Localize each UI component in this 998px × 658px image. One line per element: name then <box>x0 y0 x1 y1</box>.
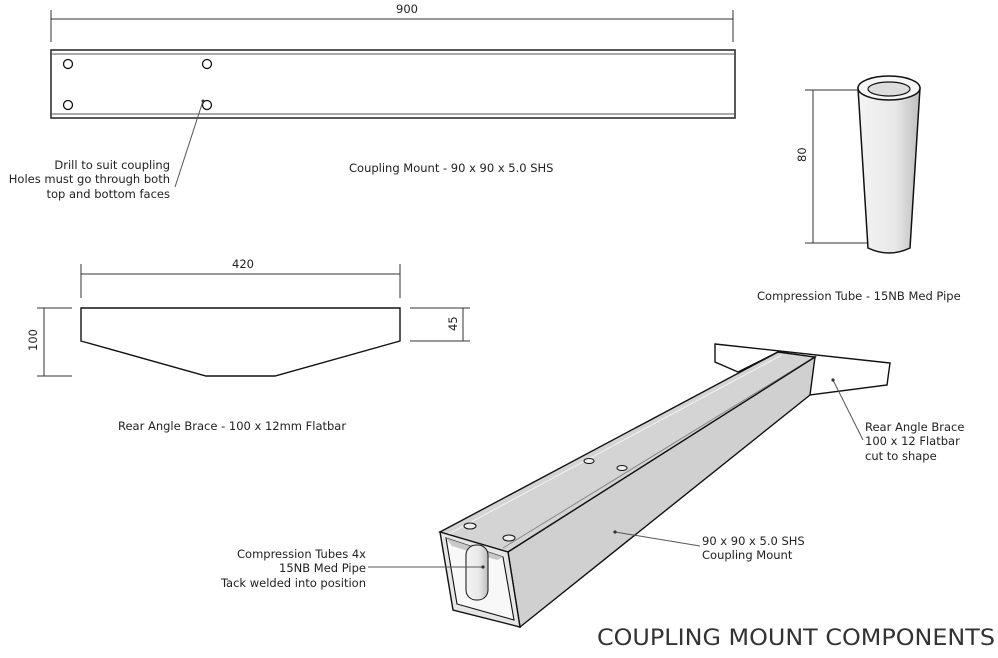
compression-tube-view: 80 Compression Tube - 15NB Med Pipe <box>757 75 961 303</box>
tubes-callout-line: Compression Tubes 4x <box>237 547 366 561</box>
hole <box>201 58 213 70</box>
tubes-callout-line: Tack welded into position <box>220 576 366 590</box>
rear-angle-brace-view: 420 100 45 Rear Angle Brace - 100 x 12mm… <box>26 257 470 433</box>
coupling-mount-plan-view: 900 Drill to suit coupling Holes must go… <box>9 2 736 201</box>
drill-note-line: top and bottom faces <box>46 187 170 201</box>
brace-callout-line: 100 x 12 Flatbar <box>865 434 960 448</box>
hole <box>62 99 74 111</box>
hole <box>201 99 213 111</box>
drill-note-line: Holes must go through both <box>9 172 170 186</box>
beam-length-dimension: 900 <box>396 2 418 16</box>
drawing-title: COUPLING MOUNT COMPONENTS <box>597 626 995 651</box>
brace-height-dimension: 100 <box>26 329 40 351</box>
shs-callout-line: 90 x 90 x 5.0 SHS <box>702 534 805 548</box>
brace-callout-line: Rear Angle Brace <box>865 420 964 434</box>
brace-end-dimension: 45 <box>446 316 460 331</box>
tube-length-dimension: 80 <box>795 147 809 162</box>
beam-label: Coupling Mount - 90 x 90 x 5.0 SHS <box>349 161 553 175</box>
brace-width-dimension: 420 <box>232 257 254 271</box>
drill-note-line: Drill to suit coupling <box>54 158 170 172</box>
shs-callout-line: Coupling Mount <box>702 548 793 562</box>
brace-label: Rear Angle Brace - 100 x 12mm Flatbar <box>118 419 346 433</box>
assembly-isometric-view: Rear Angle Brace 100 x 12 Flatbar cut to… <box>220 343 964 629</box>
brace-callout-line: cut to shape <box>865 449 937 463</box>
tube-label: Compression Tube - 15NB Med Pipe <box>757 289 961 303</box>
hole <box>62 58 74 70</box>
tubes-callout-line: 15NB Med Pipe <box>279 561 366 575</box>
